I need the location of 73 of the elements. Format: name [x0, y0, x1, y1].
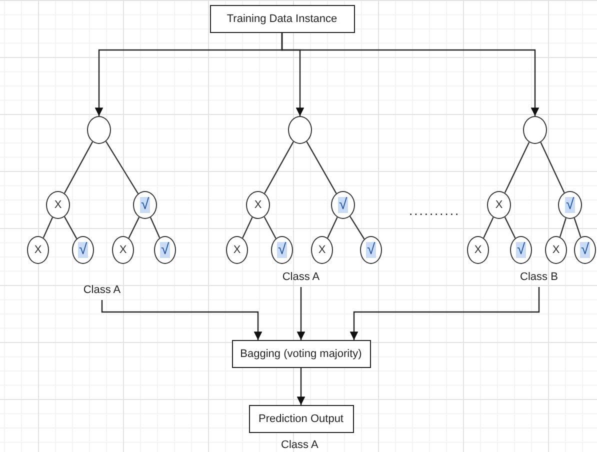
tree-node-circle — [133, 191, 157, 219]
tree-branch — [105, 141, 139, 194]
arrow — [296, 287, 306, 340]
tree-node-circle — [487, 191, 511, 219]
box-label: Training Data Instance — [226, 13, 338, 25]
cross-mark: X — [254, 199, 262, 211]
class-label: Class B — [514, 270, 564, 284]
process-box — [210, 5, 354, 33]
check-mark: √ — [366, 242, 376, 258]
tree-branch — [504, 216, 516, 238]
arrow — [281, 33, 540, 116]
tree-branch — [350, 216, 365, 240]
tree-node-circle — [574, 236, 596, 264]
tree-node-circle — [558, 191, 582, 219]
tree-branch — [540, 142, 565, 193]
check-mark: √ — [564, 197, 576, 213]
arrow — [101, 300, 262, 340]
check-mark: √ — [338, 197, 348, 213]
check-mark: √ — [140, 197, 150, 213]
cross-mark: X — [318, 244, 326, 256]
check-mark: √ — [276, 242, 288, 258]
tree-branch — [128, 216, 140, 238]
tree-branch — [264, 216, 276, 239]
tree-node-circle — [523, 116, 547, 144]
tree-node-circle — [360, 236, 382, 264]
tree-branch — [504, 142, 530, 194]
check-mark: √ — [516, 242, 526, 258]
cross-mark: X — [233, 244, 241, 256]
tree-branch — [574, 218, 582, 238]
cross-mark: X — [54, 199, 62, 211]
tree-node-circle — [331, 191, 355, 219]
tree-branch — [64, 216, 78, 239]
arrow — [350, 287, 540, 340]
box-label: Prediction Output — [258, 413, 344, 425]
check-mark: √ — [160, 242, 170, 258]
tree-branch — [306, 141, 337, 194]
arrow — [296, 368, 306, 405]
cross-mark: X — [495, 199, 503, 211]
tree-branch — [242, 217, 253, 238]
class-label: Class A — [281, 439, 318, 451]
tree-node-circle — [87, 116, 111, 144]
process-box — [248, 405, 354, 433]
tree-node-circle — [311, 236, 333, 264]
process-box — [232, 340, 370, 368]
ellipsis-dots: .......... — [409, 203, 460, 218]
tree-node-circle — [545, 236, 567, 264]
tree-branch — [64, 142, 94, 194]
class-label: Class A — [276, 270, 326, 284]
cross-mark: X — [34, 244, 42, 256]
tree-branch — [150, 217, 160, 238]
tree-node-circle — [72, 236, 94, 264]
class-label: Class A — [77, 283, 127, 297]
cross-mark: X — [119, 244, 127, 256]
tree-node-circle — [246, 191, 270, 219]
tree-branch — [327, 217, 338, 238]
tree-node-circle — [288, 116, 312, 144]
box-label: Bagging (voting majority) — [240, 348, 362, 360]
tree-node-circle — [510, 236, 532, 264]
tree-branch — [559, 218, 566, 238]
tree-node-circle — [467, 236, 489, 264]
tree-branch — [42, 217, 54, 238]
tree-node-circle — [46, 191, 70, 219]
tree-branch — [264, 141, 294, 194]
tree-node-circle — [112, 236, 134, 264]
tree-node-circle — [27, 236, 49, 264]
tree-node-circle — [154, 236, 176, 264]
tree-node-circle — [271, 236, 293, 264]
tree-branch — [483, 217, 494, 238]
check-mark: √ — [580, 242, 590, 258]
cross-mark: X — [474, 244, 482, 256]
check-mark: √ — [78, 242, 88, 258]
tree-node-circle — [226, 236, 248, 264]
cross-mark: X — [552, 244, 560, 256]
